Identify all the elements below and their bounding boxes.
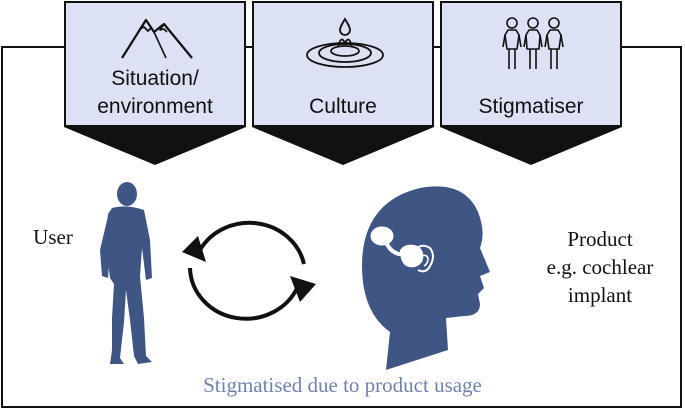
factor-label-situation-line1: Situation/: [111, 67, 199, 90]
water-drop-ripple-icon: [304, 17, 386, 69]
product-label-line3: implant: [567, 283, 633, 307]
user-label: User: [33, 225, 73, 249]
mountain-icon: [120, 12, 194, 62]
factor-label-situation-line2: environment: [97, 95, 213, 118]
factor-label-stigmatiser: Stigmatiser: [478, 95, 584, 118]
factor-box-situation: Situation/ environment: [64, 1, 246, 127]
walking-person-icon: [94, 180, 164, 365]
circular-arrows-icon: [176, 206, 322, 328]
factor-label-culture: Culture: [309, 95, 377, 118]
head-with-cochlear-implant-icon: [356, 182, 498, 372]
factor-box-stigmatiser: Stigmatiser: [440, 1, 622, 127]
product-label-line2: e.g. cochlear: [546, 255, 654, 279]
group-of-people-icon: [500, 15, 566, 73]
chevron-down-stigmatiser: [440, 127, 622, 165]
factor-box-culture: Culture: [252, 1, 434, 127]
chevron-down-situation: [64, 127, 246, 165]
chevron-down-culture: [252, 127, 434, 165]
caption: Stigmatised due to product usage: [203, 373, 482, 397]
product-label-line1: Product: [567, 227, 633, 251]
